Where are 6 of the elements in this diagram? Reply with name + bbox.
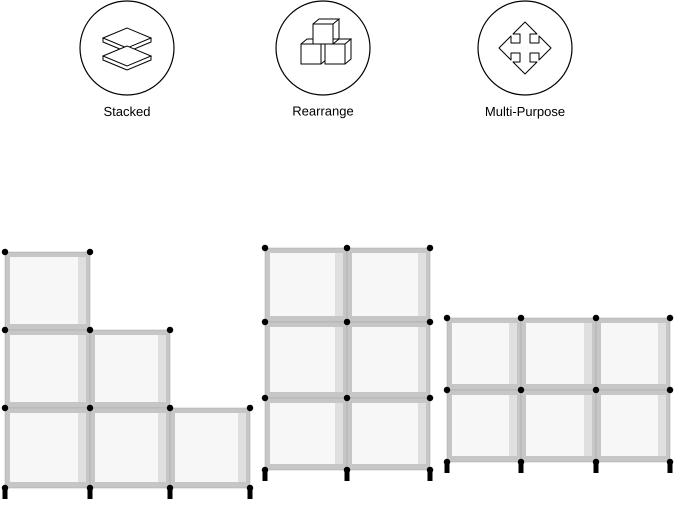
node-label: Stacked: [104, 106, 150, 116]
icon-badge: Stacked: [79, 0, 175, 116]
node-label: Rearrange: [293, 106, 354, 118]
icon-badge: Rearrange: [275, 0, 371, 118]
node-label: Multi-Purpose: [486, 106, 565, 119]
icon-badge: Multi-Purpose: [477, 0, 573, 119]
